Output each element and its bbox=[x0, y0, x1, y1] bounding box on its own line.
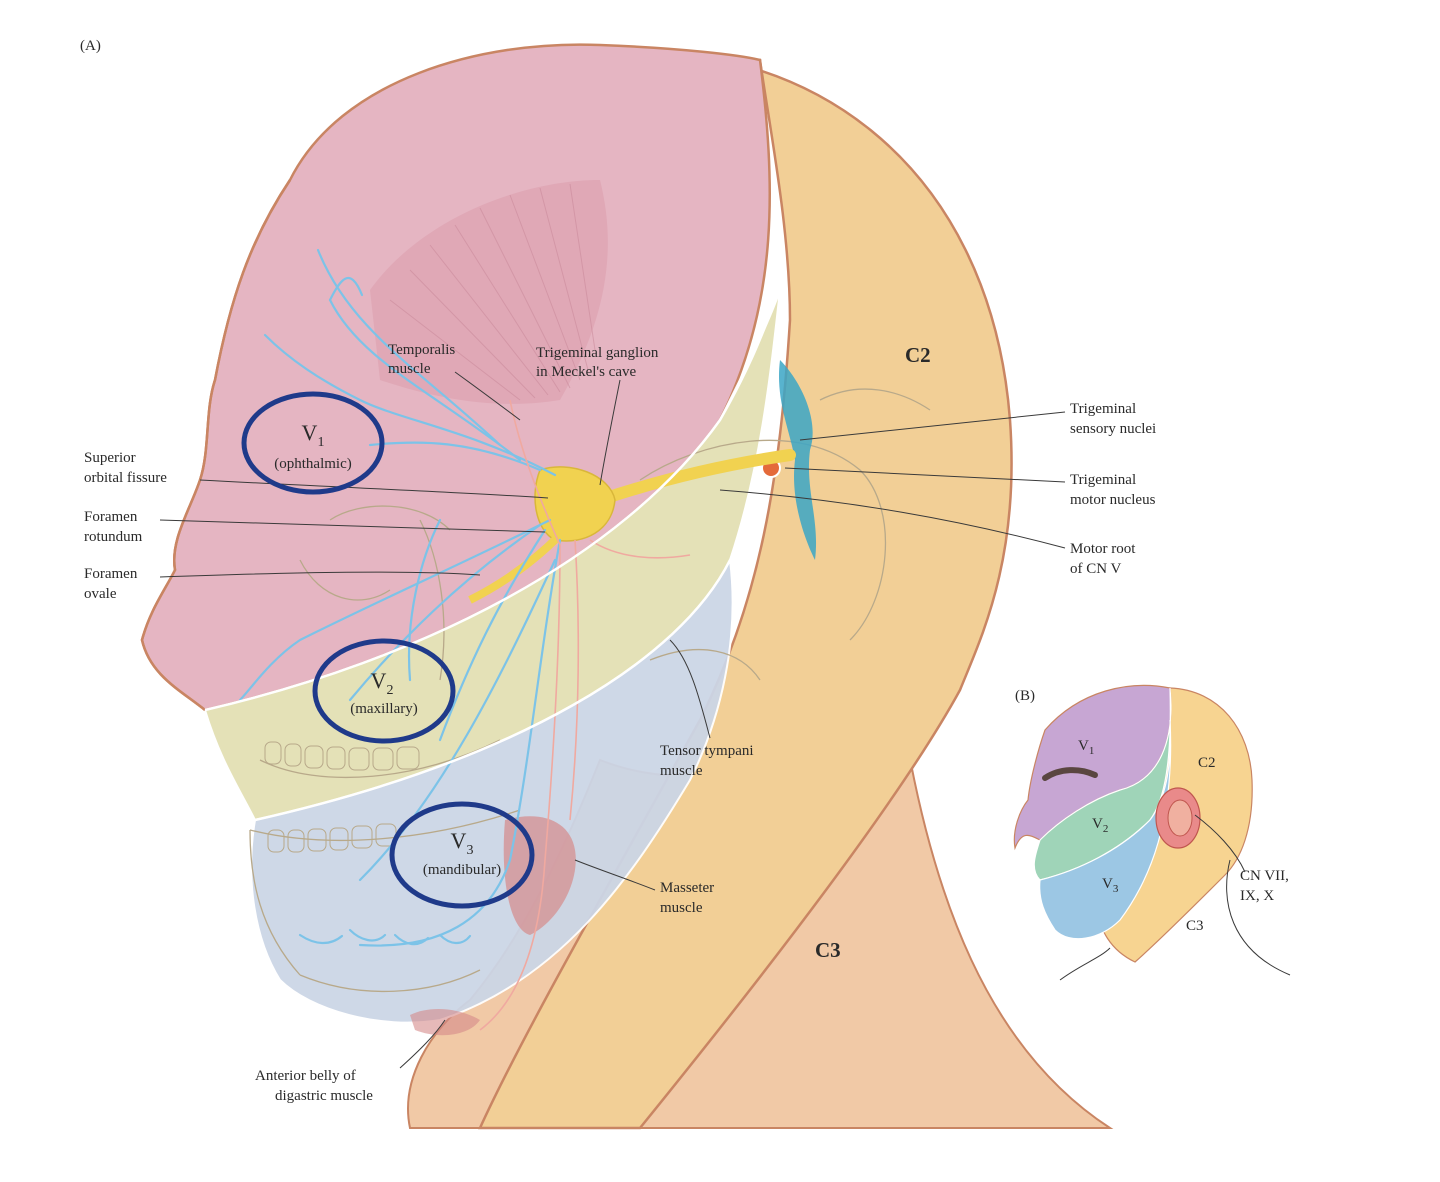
svg-text:V2: V2 bbox=[371, 668, 394, 698]
b-cn-label-1: CN VII, bbox=[1240, 868, 1289, 884]
ganglion-label-2: in Meckel's cave bbox=[536, 364, 637, 380]
motor-branches bbox=[479, 399, 691, 1031]
v2-highlight: V2 (maxillary) bbox=[312, 638, 456, 744]
sensory-nuclei-label-1: Trigeminal bbox=[1070, 401, 1136, 417]
v1-sub: 1 bbox=[317, 435, 324, 450]
ganglion-label-1: Trigeminal ganglion bbox=[536, 345, 659, 361]
b-cn-label-2: IX, X bbox=[1240, 888, 1274, 904]
v3-name: (mandibular) bbox=[423, 862, 501, 878]
tensor-tympani-label-1: Tensor tympani bbox=[660, 743, 754, 759]
temporalis-muscle bbox=[370, 180, 608, 404]
teeth bbox=[264, 741, 420, 853]
trigeminal-ganglion bbox=[534, 466, 616, 542]
v3-highlight: V3 (mandibular) bbox=[389, 801, 535, 909]
v2-nerve-branches bbox=[238, 518, 552, 742]
trigeminal-sensory-nuclei bbox=[778, 360, 817, 560]
masseter-label-2: muscle bbox=[660, 900, 703, 916]
v1-main: V bbox=[302, 420, 318, 445]
digastric-muscle bbox=[410, 1008, 480, 1036]
b-c3-label: C3 bbox=[1186, 918, 1204, 934]
trigeminal-nerve-root bbox=[594, 449, 796, 506]
motor-nucleus-label-2: motor nucleus bbox=[1070, 492, 1156, 508]
panel-b-label: (B) bbox=[1015, 688, 1035, 704]
temporalis-label-1: Temporalis bbox=[388, 342, 455, 358]
svg-text:V3: V3 bbox=[451, 828, 474, 858]
svg-text:V1: V1 bbox=[302, 420, 325, 450]
foramen-rotundum-label-2: rotundum bbox=[84, 529, 143, 545]
v3-main: V bbox=[451, 828, 467, 853]
temporalis-label-2: muscle bbox=[388, 361, 431, 377]
v3-sub: 3 bbox=[466, 843, 473, 858]
b-v3-label: V3 bbox=[1102, 876, 1119, 895]
b-v2-label: V2 bbox=[1092, 816, 1108, 835]
motor-root-label-1: Motor root bbox=[1070, 541, 1136, 557]
panel-a-label: (A) bbox=[80, 38, 101, 54]
sensory-nuclei-label-2: sensory nuclei bbox=[1070, 421, 1156, 437]
foramen-ovale-label-1: Foramen bbox=[84, 566, 138, 582]
digastric-label-1: Anterior belly of bbox=[255, 1068, 356, 1084]
masseter-muscle bbox=[503, 816, 576, 935]
superior-orbital-fissure-label-2: orbital fissure bbox=[84, 470, 167, 486]
c3-label: C3 bbox=[815, 938, 841, 962]
v1-nerve-branches bbox=[263, 248, 557, 477]
v2-main: V bbox=[371, 668, 387, 693]
v2-name: (maxillary) bbox=[350, 701, 417, 717]
v1-highlight: V1 (ophthalmic) bbox=[241, 391, 385, 495]
panel-b: (B) V1 V2 V3 C2 C3 CN VII, IX, X bbox=[1013, 684, 1291, 981]
motor-root-label-2: of CN V bbox=[1070, 561, 1122, 577]
masseter-label-1: Masseter bbox=[660, 880, 714, 896]
c2-label: C2 bbox=[905, 343, 931, 367]
foramen-rotundum-label-1: Foramen bbox=[84, 509, 138, 525]
v1-name: (ophthalmic) bbox=[274, 456, 351, 472]
b-c2-label: C2 bbox=[1198, 755, 1216, 771]
tensor-tympani-label-2: muscle bbox=[660, 763, 703, 779]
b-v1-label: V1 bbox=[1078, 738, 1094, 757]
b-eyebrow bbox=[1042, 767, 1098, 781]
v2-sub: 2 bbox=[386, 683, 393, 698]
digastric-label-2: digastric muscle bbox=[275, 1088, 373, 1104]
leader-lines bbox=[159, 371, 1066, 1069]
foramen-ovale-label-2: ovale bbox=[84, 586, 117, 602]
motor-nucleus-label-1: Trigeminal bbox=[1070, 472, 1136, 488]
superior-orbital-fissure-label-1: Superior bbox=[84, 450, 136, 466]
face-profile-outline bbox=[140, 179, 292, 711]
